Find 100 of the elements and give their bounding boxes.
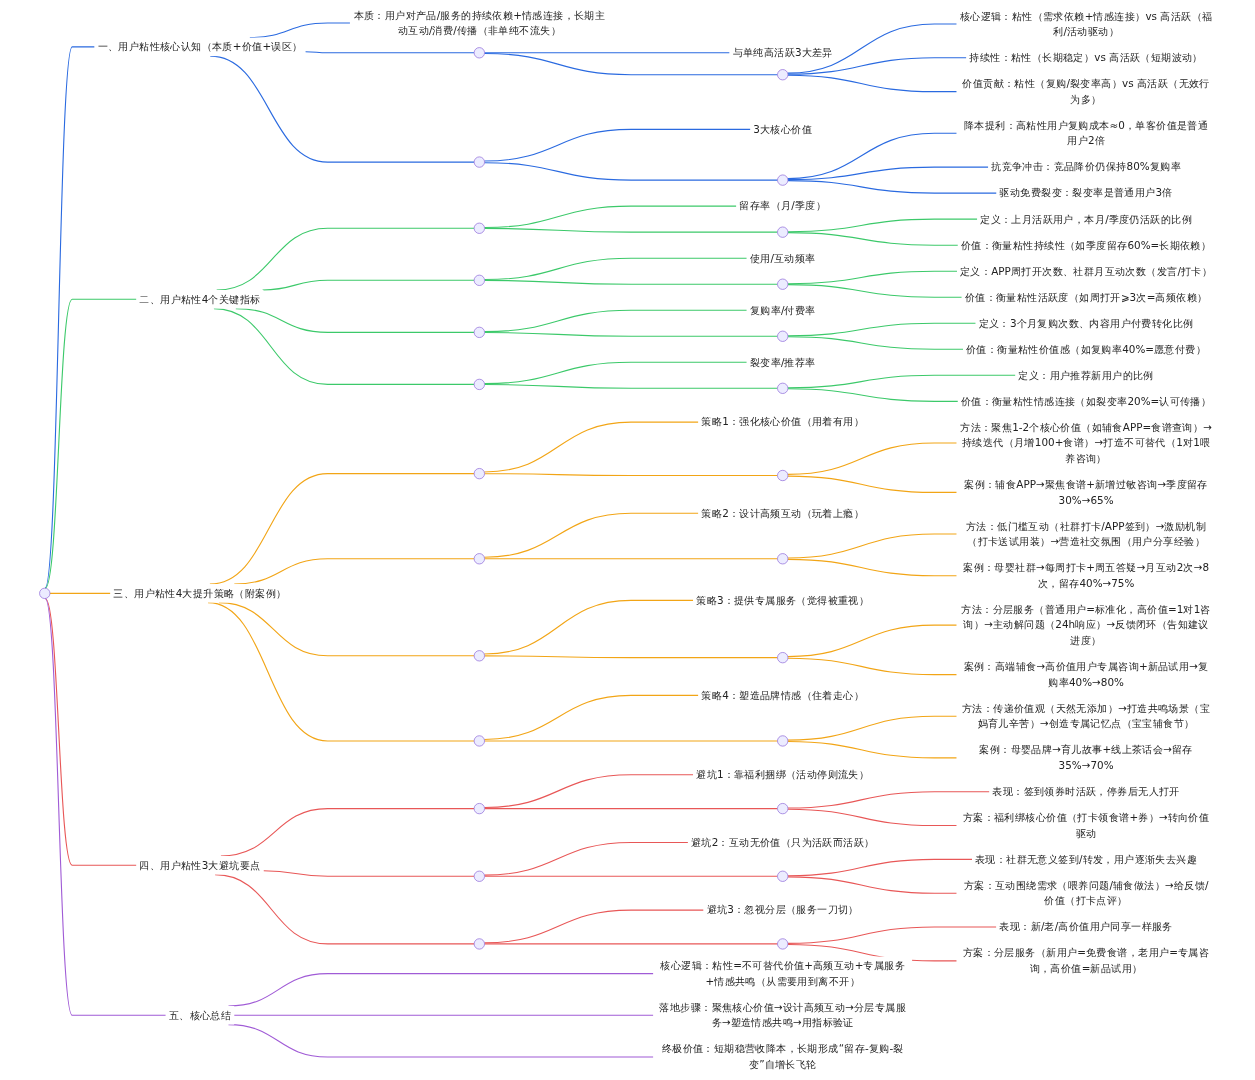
node-text: 定义：3个月复购次数、内容用户付费转化比例 — [978, 316, 1194, 329]
node-text: 核心逻辑：粘性（需求依赖+情感连接）vs 高活跃（福利/活动驱动） — [959, 9, 1213, 38]
node-text: 方案：分层服务（新用户=免费食谱，老用户=专属咨询，高价值=新品试用） — [962, 946, 1210, 975]
connector — [787, 926, 997, 944]
node-text: 裂变率/推荐率 — [749, 355, 816, 368]
node-text: 价值：衡量粘性活跃度（如周打开⩾3次=高频依赖） — [964, 290, 1208, 303]
connector — [787, 624, 958, 658]
node-circle — [777, 469, 789, 482]
connector — [787, 336, 964, 350]
connector — [44, 298, 137, 589]
node-text: 三、用户粘性4大提升策略（附案例） — [113, 587, 287, 599]
connector — [262, 279, 475, 291]
connector — [483, 512, 699, 558]
node-text: 方法：低门槛互动（社群打卡/APP签到）→激励机制（打卡送试用装）→营造社交氛围（用户分享经验） — [966, 519, 1207, 548]
node-text: 方法：传递价值观（天然无添加）→打造共鸣场景（宝妈育儿辛苦）→创造专属记忆点（宝宝辅食节） — [961, 702, 1211, 730]
node-text: 复购率/付费率 — [749, 303, 816, 316]
node-text: 抗竞争冲击：竞品降价仍保持80%复购率 — [991, 160, 1181, 173]
node-text: 降本提利：高粘性用户复购成本≈0，单客价值是普通用户2倍 — [963, 119, 1209, 147]
connector — [262, 870, 475, 877]
node-circle — [777, 652, 789, 664]
node-text: 价值贡献：粘性（复购/裂变率高）vs 高活跃（无效行为多） — [962, 77, 1210, 106]
node-text: 表现：签到领券时活跃，停券后无人打开 — [992, 785, 1180, 798]
connector — [483, 162, 779, 181]
node-circle — [39, 587, 51, 599]
connector — [483, 421, 699, 473]
connector — [483, 361, 748, 385]
node-text: 定义：上月活跃用户，本月/季度仍活跃的比例 — [980, 212, 1192, 225]
connector — [483, 694, 699, 740]
node-circle — [777, 226, 789, 238]
node-text: 案例：母婴品牌→育儿故事+线上茶话会→留存35%→70% — [979, 743, 1193, 772]
node-text: 策略3：提供专属服务（觉得被重视） — [696, 594, 870, 606]
connector — [787, 876, 958, 894]
node-circle — [777, 382, 789, 394]
connector — [483, 909, 705, 944]
node-circle — [473, 222, 485, 234]
node-text: 表现：新/老/高价值用户同享一样服务 — [999, 920, 1173, 933]
node-text: 持续性：粘性（长期稳定）vs 高活跃（短期波动） — [969, 51, 1203, 64]
connector — [484, 740, 779, 742]
connector — [787, 791, 990, 809]
node-text: 定义：APP周打开次数、社群月互动次数（发言/打卡） — [959, 264, 1213, 277]
connector — [304, 51, 475, 54]
node-text: 终极价值：短期稳营收降本，长期形成“留存-复购-裂变”自增长飞轮 — [661, 1042, 904, 1071]
node-text: 方法：聚焦1-2个核心价值（如辅食APP=食谱查询）→持续迭代（月增100+食谱）→打造不可替代（1对1喂养咨询） — [960, 421, 1213, 465]
connector — [787, 284, 963, 298]
connector — [787, 475, 958, 493]
node-text: 方法：分层服务（普通用户=标准化，高价值=1对1咨询）→主动解问题（24h响应）→反馈闭环（告知建议进度） — [961, 603, 1211, 647]
node-circle — [473, 650, 485, 662]
node-text: 策略1：强化核心价值（用着有用） — [701, 415, 865, 428]
node-circle — [777, 174, 789, 186]
connector — [484, 808, 779, 810]
connector — [49, 592, 111, 594]
node-text: 定义：用户推荐新用户的比例 — [1018, 368, 1154, 381]
node-text: 策略2：设计高频互动（玩着上瘾） — [701, 506, 865, 519]
connector — [484, 943, 779, 945]
node-text: 本质：用户对产品/服务的持续依赖+情感连接，长期主动互动/消费/传播（非单纯不流失） — [353, 8, 606, 37]
connector — [483, 841, 689, 876]
connector — [787, 442, 958, 475]
node-circle — [777, 553, 789, 565]
connector — [787, 132, 958, 180]
connector — [227, 973, 654, 1007]
connector — [484, 384, 779, 389]
node-circle — [473, 156, 485, 168]
connector — [484, 331, 779, 337]
connector — [233, 558, 475, 585]
node-circle — [777, 330, 789, 342]
node-text: 价值：衡量粘性情感连接（如裂变率20%=认可传播） — [960, 395, 1212, 407]
connector — [220, 808, 475, 857]
connector — [44, 598, 167, 1016]
connector — [787, 232, 959, 246]
connector — [787, 180, 998, 194]
connector — [787, 740, 958, 759]
connector — [787, 558, 958, 577]
node-text: 使用/互动频率 — [749, 251, 816, 264]
connector — [483, 257, 748, 281]
node-circle — [777, 735, 789, 747]
connector — [483, 128, 751, 162]
node-text: 核心逻辑：粘性=不可替代价值+高频互动+专属服务+情感共鸣（从需要用到离不开） — [660, 959, 906, 988]
connector — [787, 322, 977, 337]
node-circle — [473, 468, 485, 480]
node-text: 方案：互动围绕需求（喂养问题/辅食做法）→给反馈/价值（打卡点评） — [963, 879, 1209, 907]
connector — [787, 166, 989, 181]
node-text: 与单纯高活跃3大差异 — [732, 46, 833, 59]
node-text: 价值：衡量粘性价值感（如复购率40%=愿意付费） — [966, 342, 1207, 355]
node-circle — [473, 870, 485, 882]
connector — [484, 875, 779, 877]
connector — [787, 23, 958, 74]
node-circle — [473, 938, 485, 950]
connector — [484, 655, 779, 659]
connector — [484, 279, 779, 285]
node-circle — [473, 326, 485, 338]
node-circle — [473, 274, 485, 286]
node-circle — [777, 938, 789, 950]
node-text: 策略4：塑造品牌情感（住着走心） — [701, 689, 865, 701]
node-circle — [777, 870, 789, 882]
node-text: 方案：福利绑核心价值（打卡领食谱+券）→转向价值驱动 — [962, 811, 1210, 839]
connector — [44, 597, 137, 866]
connector — [483, 774, 694, 809]
connector — [787, 715, 958, 741]
connector — [483, 599, 694, 655]
connector — [787, 808, 958, 827]
